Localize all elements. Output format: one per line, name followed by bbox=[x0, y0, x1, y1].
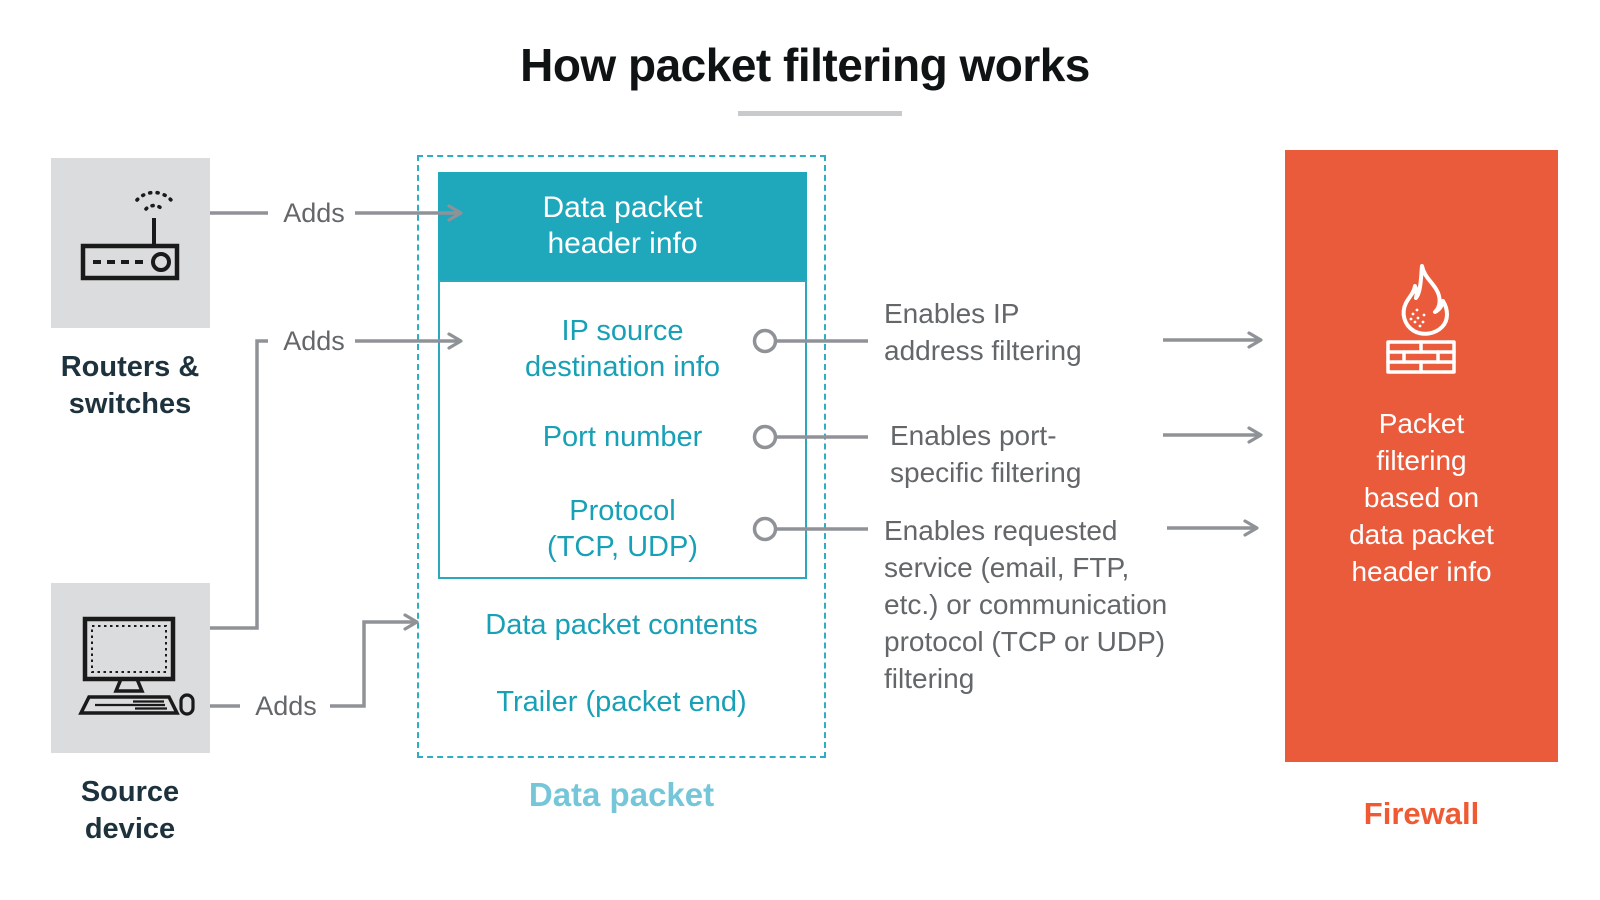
enables-port-filtering-label: Enables port- specific filtering bbox=[890, 420, 1082, 488]
packet-trailer-label: Trailer (packet end) bbox=[496, 686, 747, 718]
routers-switches-label: Routers & switches bbox=[60, 351, 200, 420]
field-protocol: Protocol (TCP, UDP) bbox=[547, 495, 698, 563]
data-packet-caption: Data packet bbox=[528, 776, 715, 813]
firewall-caption: Firewall bbox=[1363, 796, 1480, 831]
firewall-body-text: Packet filtering based on data packet he… bbox=[1349, 408, 1494, 587]
routers-switches-panel bbox=[51, 158, 210, 328]
flame-speckles bbox=[1409, 308, 1426, 328]
packet-contents-label: Data packet contents bbox=[485, 609, 758, 641]
data-packet-container bbox=[417, 155, 826, 758]
title-underline bbox=[738, 111, 902, 116]
enables-service-filtering-label: Enables requested service (email, FTP, e… bbox=[884, 515, 1168, 694]
firewall-panel bbox=[1285, 150, 1558, 762]
adds-label-2: Adds bbox=[283, 326, 345, 356]
wireless-router-icon bbox=[80, 190, 180, 281]
field-port-number: Port number bbox=[542, 421, 703, 453]
packet-header-box: Data packet header info bbox=[438, 172, 807, 280]
firewall-flame-brick-icon bbox=[1386, 264, 1456, 374]
adds-label-3: Adds bbox=[255, 691, 317, 721]
desktop-computer-icon bbox=[78, 616, 195, 716]
adds-label-1: Adds bbox=[283, 198, 345, 228]
field-ip-source-destination: IP source destination info bbox=[524, 315, 721, 383]
enables-ip-filtering-label: Enables IP address filtering bbox=[884, 298, 1082, 366]
source-device-panel bbox=[51, 583, 210, 753]
packet-header-fields-box bbox=[438, 280, 807, 579]
adds3-arrow bbox=[330, 613, 419, 708]
source-device-label: Source device bbox=[80, 776, 180, 845]
page-title: How packet filtering works bbox=[520, 39, 1090, 91]
